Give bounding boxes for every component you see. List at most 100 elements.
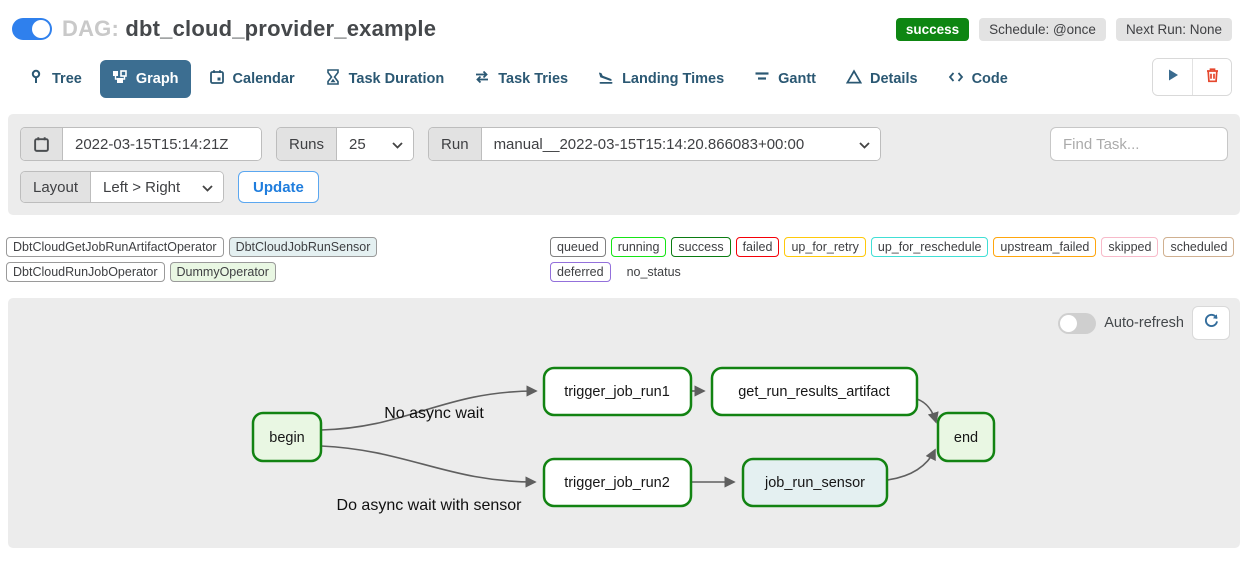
tab-label: Tree	[52, 71, 82, 87]
task-node-end[interactable]: end	[936, 411, 996, 463]
tab-details[interactable]: Details	[834, 60, 930, 98]
filter-row-2: Layout Left > Right Update	[20, 171, 1228, 203]
tab-code[interactable]: Code	[936, 60, 1020, 98]
refresh-button[interactable]	[1192, 306, 1230, 340]
task-node-get-run-results-artifact[interactable]: get_run_results_artifact	[710, 366, 919, 417]
find-task-input[interactable]	[1050, 127, 1228, 161]
dag-run-group: Run manual__2022-03-15T15:14:20.866083+0…	[428, 127, 881, 161]
next-run-badge: Next Run: None	[1115, 17, 1232, 41]
refresh-icon	[1203, 312, 1220, 334]
dag-name: dbt_cloud_provider_example	[125, 16, 437, 41]
tab-calendar[interactable]: Calendar	[197, 60, 307, 98]
edge-begin-run2	[320, 445, 537, 488]
edge-begin-run1	[320, 385, 538, 431]
base-date-group	[20, 127, 262, 161]
operator-legend-chip: DbtCloudGetJobRunArtifactOperator	[6, 237, 224, 257]
tab-label: Task Duration	[348, 71, 445, 87]
edge-artifact-end	[916, 398, 939, 424]
runs-label: Runs	[277, 128, 338, 160]
dag-header: DAG: dbt_cloud_provider_example success …	[0, 0, 1248, 48]
svg-text:trigger_job_run2: trigger_job_run2	[564, 475, 670, 491]
run-label: Run	[429, 128, 482, 160]
date-picker-icon[interactable]	[21, 128, 63, 160]
num-runs-group: Runs 25	[276, 127, 415, 161]
tab-task-tries[interactable]: Task Tries	[462, 60, 580, 98]
dag-pause-toggle[interactable]	[12, 18, 52, 40]
num-runs-value: 25	[349, 135, 366, 153]
gantt-icon	[754, 69, 770, 89]
dag-prefix: DAG:	[62, 16, 120, 41]
filter-row-1: Runs 25 Run manual__2022-03-15T15:14:20.…	[20, 127, 1228, 161]
auto-refresh-toggle[interactable]	[1058, 312, 1097, 334]
state-legend-chip: failed	[735, 237, 780, 257]
state-legend-chip: up_for_reschedule	[870, 237, 989, 257]
page-title: DAG: dbt_cloud_provider_example	[62, 16, 436, 42]
graph-controls: Auto-refresh	[1058, 306, 1230, 340]
state-legend-chip: deferred	[550, 262, 611, 282]
dag-actions	[1152, 58, 1232, 96]
edge-label-async-sensor: Do async wait with sensor	[337, 497, 523, 514]
chevron-down-icon	[392, 136, 403, 153]
chevron-down-icon	[858, 136, 870, 153]
dag-graph: No async wait Do async wait with sensor …	[251, 366, 996, 514]
layout-label: Layout	[21, 172, 92, 202]
play-icon	[1166, 68, 1180, 87]
tab-graph[interactable]: Graph	[99, 60, 191, 98]
update-button[interactable]: Update	[238, 171, 319, 203]
task-node-trigger-job-run2[interactable]: trigger_job_run2	[542, 457, 693, 508]
operator-legend-chip: DummyOperator	[169, 262, 276, 282]
operator-legend-chip: DbtCloudJobRunSensor	[228, 237, 378, 257]
tab-label: Landing Times	[622, 71, 725, 87]
toggle-knob	[1060, 314, 1078, 332]
tab-task-duration[interactable]: Task Duration	[313, 60, 457, 98]
layout-select[interactable]: Left > Right	[91, 172, 224, 202]
tab-landing-times[interactable]: Landing Times	[586, 60, 736, 98]
plane-landing-icon	[598, 69, 614, 89]
state-legend-chip: running	[610, 237, 667, 257]
state-legend-chip: scheduled	[1163, 237, 1235, 257]
operator-legend-chip: DbtCloudRunJobOperator	[6, 262, 165, 282]
svg-text:begin: begin	[269, 430, 304, 446]
view-tabbar: Tree Graph Calendar Task Duration Task T…	[0, 48, 1248, 108]
chevron-down-icon	[202, 179, 213, 196]
task-node-begin[interactable]: begin	[251, 411, 323, 463]
dag-status-badge: success	[895, 17, 970, 41]
edge-label-no-async: No async wait	[384, 405, 484, 422]
svg-text:get_run_results_artifact: get_run_results_artifact	[738, 384, 890, 400]
auto-refresh-label: Auto-refresh	[1104, 315, 1184, 331]
repeat-icon	[474, 69, 490, 89]
svg-text:job_run_sensor: job_run_sensor	[764, 475, 865, 491]
state-legend-chip: skipped	[1101, 237, 1159, 257]
dag-run-select[interactable]: manual__2022-03-15T15:14:20.866083+00:00	[481, 128, 880, 160]
filter-panel: Runs 25 Run manual__2022-03-15T15:14:20.…	[8, 114, 1240, 215]
state-legend-chip: success	[671, 237, 731, 257]
calendar-icon	[209, 69, 225, 89]
trigger-dag-button[interactable]	[1153, 59, 1192, 95]
tab-tree[interactable]: Tree	[16, 60, 94, 98]
num-runs-select[interactable]: 25	[337, 128, 414, 160]
graph-panel: Auto-refresh No async wait Do async wait…	[8, 298, 1240, 548]
state-legend-chip: no_status	[626, 265, 681, 279]
task-node-job-run-sensor[interactable]: job_run_sensor	[741, 457, 889, 508]
delete-dag-button[interactable]	[1192, 59, 1231, 95]
tab-gantt[interactable]: Gantt	[742, 60, 828, 98]
graph-icon	[112, 69, 128, 89]
toggle-knob	[32, 20, 50, 38]
triangle-details-icon	[845, 69, 863, 89]
base-date-input[interactable]	[63, 128, 261, 160]
tab-label: Code	[971, 71, 1008, 87]
state-legend-chip: queued	[550, 237, 606, 257]
state-legend-chip: up_for_retry	[784, 237, 866, 257]
svg-text:end: end	[954, 430, 978, 446]
state-legend-chip: upstream_failed	[993, 237, 1097, 257]
edge-sensor-end	[886, 448, 936, 481]
code-icon	[948, 69, 964, 89]
layout-group: Layout Left > Right	[20, 171, 225, 203]
tab-label: Task Tries	[498, 71, 569, 87]
task-node-trigger-job-run1[interactable]: trigger_job_run1	[542, 366, 693, 417]
tab-label: Gantt	[778, 71, 816, 87]
dag-run-value: manual__2022-03-15T15:14:20.866083+00:00	[493, 135, 805, 153]
